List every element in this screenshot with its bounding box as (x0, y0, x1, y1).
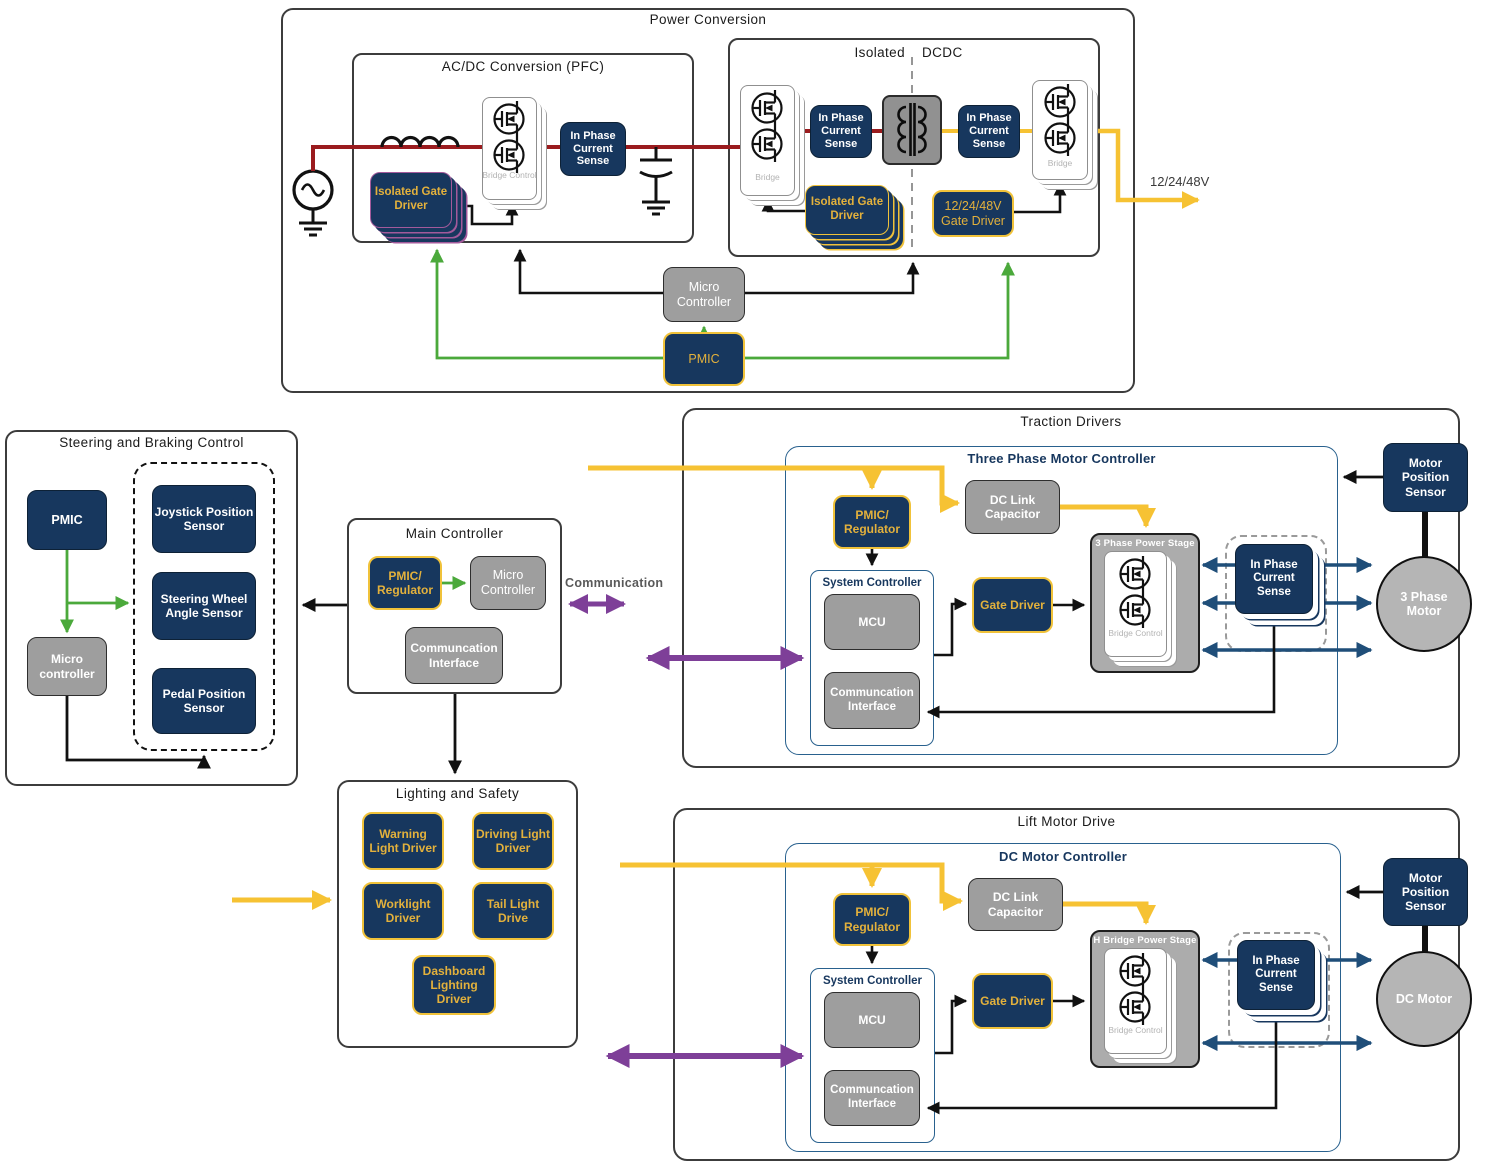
dcdc-primary-bridge-label: Bridge (755, 172, 780, 182)
lift-mosfets-icon (1119, 951, 1151, 1027)
traction-mcu: MCU (824, 594, 920, 650)
transformer (882, 95, 942, 165)
power-pmic: PMIC (663, 332, 745, 386)
dcdc-title-right: DCDC (922, 45, 963, 60)
power-conversion-title: Power Conversion (649, 12, 767, 27)
dcdc-secondary-bridge-label: Bridge (1047, 158, 1073, 168)
dc-motor: DC Motor (1376, 951, 1472, 1047)
three-phase-controller-title: Three Phase Motor Controller (967, 451, 1156, 466)
lift-pmic-regulator: PMIC/ Regulator (833, 893, 911, 946)
dcdc-isolated-gate-driver: Isolated Gate Driver (805, 185, 889, 235)
tail-light-drive: Tail Light Drive (472, 882, 554, 940)
pfc-bridge-mosfets-icon (493, 99, 525, 175)
steering-title: Steering and Braking Control (59, 435, 244, 450)
lift-sc-title: System Controller (822, 975, 923, 987)
driving-light-driver: Driving Light Driver (472, 812, 554, 870)
main-comm-interface: Communcation Interface (405, 627, 503, 684)
lighting-title: Lighting and Safety (395, 786, 520, 801)
three-phase-power-stage-title: 3 Phase Power Stage (1095, 538, 1195, 549)
lift-bridge-label: Bridge Control (1108, 1025, 1163, 1035)
main-controller-title: Main Controller (405, 526, 504, 541)
pfc-bridge-label: Bridge Control (482, 170, 537, 180)
three-phase-motor-label: 3 Phase Motor (1400, 590, 1448, 618)
traction-gate-driver: Gate Driver (972, 577, 1053, 633)
traction-title: Traction Drivers (1020, 414, 1122, 429)
traction-pmic-regulator: PMIC/ Regulator (833, 495, 911, 549)
transformer-icon (897, 103, 927, 156)
traction-comm-interface: Communcation Interface (824, 672, 920, 729)
pedal-position-sensor: Pedal Position Sensor (152, 668, 256, 734)
lift-motor-position-sensor: Motor Position Sensor (1383, 858, 1468, 926)
dc-motor-label: DC Motor (1395, 992, 1453, 1006)
lift-dc-link-capacitor: DC Link Capacitor (968, 878, 1063, 931)
output-voltage-label: 12/24/48V (1150, 174, 1210, 189)
main-pmic-regulator: PMIC/ Regulator (368, 556, 442, 610)
dcdc-secondary-mosfets-icon (1044, 82, 1076, 158)
traction-current-sense: In Phase Current Sense (1235, 544, 1313, 614)
lift-mcu: MCU (824, 992, 920, 1048)
dc-motor-controller-title: DC Motor Controller (998, 849, 1127, 864)
dcdc-primary-current-sense: In Phase Current Sense (810, 105, 872, 158)
pfc-isolated-gate-driver: Isolated Gate Driver (370, 172, 452, 228)
traction-bridge-label: Bridge Control (1108, 628, 1163, 638)
power-micro-controller: Micro Controller (663, 267, 745, 322)
warning-light-driver: Warning Light Driver (362, 812, 444, 870)
main-micro-controller: Micro Controller (470, 556, 546, 610)
dcdc-title-left: Isolated (854, 45, 905, 60)
three-phase-motor: 3 Phase Motor (1376, 556, 1472, 652)
pfc-current-sense: In Phase Current Sense (560, 122, 626, 176)
lift-title: Lift Motor Drive (1017, 814, 1116, 829)
lift-gate-driver: Gate Driver (972, 973, 1053, 1029)
dcdc-primary-mosfets-icon (751, 88, 783, 164)
steering-micro-controller: Micro controller (27, 637, 107, 696)
dashboard-lighting-driver: Dashboard Lighting Driver (412, 955, 496, 1015)
traction-mosfets-icon (1119, 554, 1151, 630)
h-bridge-power-stage-title: H Bridge Power Stage (1093, 935, 1197, 946)
joystick-position-sensor: Joystick Position Sensor (152, 485, 256, 553)
dcdc-12-24-48v-gate-driver: 12/24/48V Gate Driver (932, 190, 1014, 237)
lift-comm-interface: Communcation Interface (824, 1070, 920, 1126)
communication-label: Communication (565, 576, 664, 590)
steering-wheel-angle-sensor: Steering Wheel Angle Sensor (152, 572, 256, 640)
worklight-driver: Worklight Driver (362, 882, 444, 940)
acdc-title: AC/DC Conversion (PFC) (441, 59, 605, 74)
steering-pmic: PMIC (27, 490, 107, 550)
traction-dc-link-capacitor: DC Link Capacitor (965, 480, 1060, 534)
dcdc-secondary-current-sense: In Phase Current Sense (958, 105, 1020, 158)
traction-motor-position-sensor: Motor Position Sensor (1383, 443, 1468, 512)
traction-sc-title: System Controller (822, 577, 922, 589)
lift-current-sense: In Phase Current Sense (1237, 940, 1315, 1010)
